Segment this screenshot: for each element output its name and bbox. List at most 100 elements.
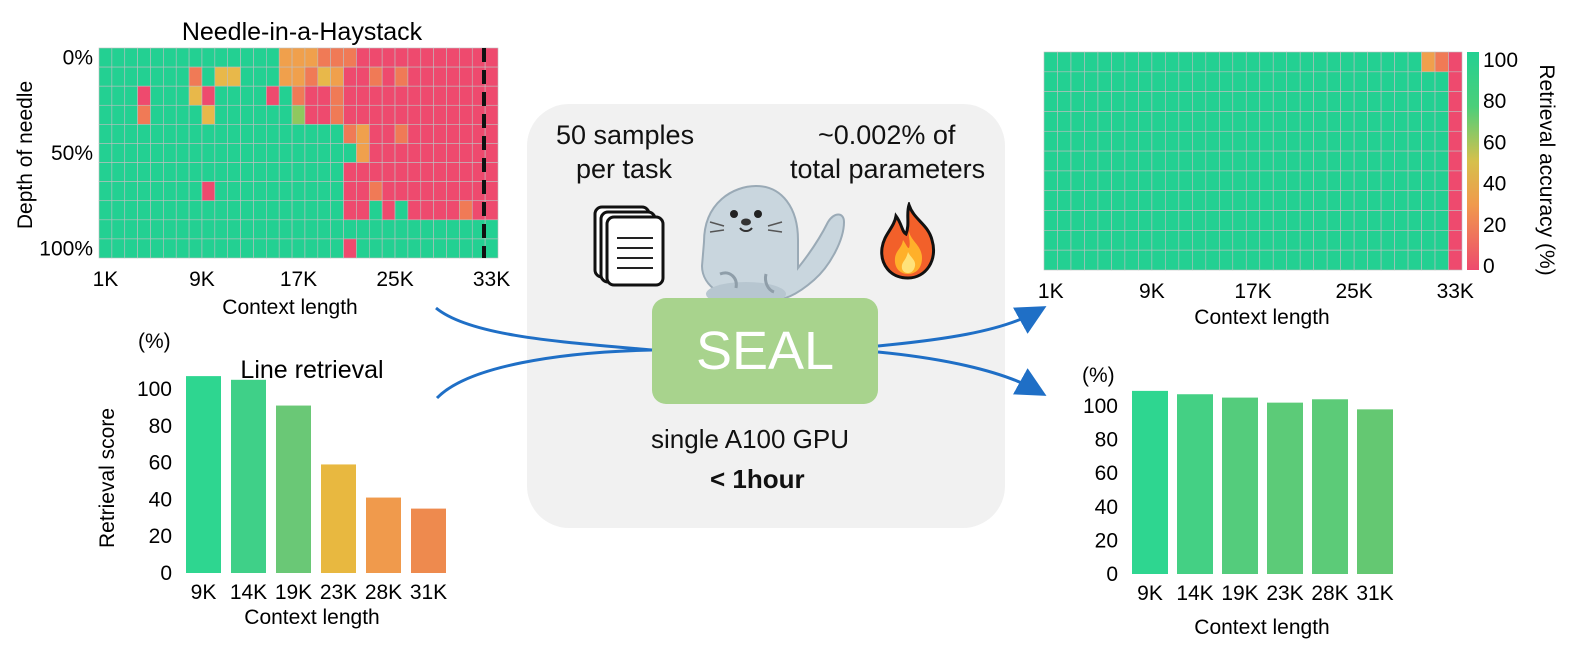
heatmap-cell bbox=[266, 47, 280, 68]
heatmap-cell bbox=[1245, 51, 1261, 73]
y-tick-label: 40 bbox=[149, 488, 172, 511]
heatmap-cell bbox=[1057, 111, 1072, 132]
heatmap-cell bbox=[111, 143, 126, 163]
heatmap-cell bbox=[1448, 230, 1463, 251]
heatmap-cell bbox=[111, 181, 126, 202]
heatmap-cell bbox=[1299, 91, 1314, 112]
heatmap-cell bbox=[253, 66, 267, 87]
heatmap-cell bbox=[1084, 91, 1099, 112]
heatmap-cell bbox=[1097, 170, 1112, 192]
heatmap-cell bbox=[1434, 170, 1449, 192]
x-tick-label: 28K bbox=[1311, 582, 1348, 605]
heatmap-cell bbox=[1353, 230, 1368, 251]
arrow-out-to-top bbox=[877, 306, 1047, 348]
heatmap-title: Needle-in-a-Haystack bbox=[182, 18, 423, 46]
heatmap-cell bbox=[253, 238, 267, 259]
heatmap-cell bbox=[356, 85, 370, 106]
heatmap-cell bbox=[1218, 150, 1234, 172]
heatmap-cell bbox=[1124, 91, 1139, 112]
heatmap-cell bbox=[1111, 230, 1126, 251]
heatmap-cell bbox=[446, 143, 460, 163]
heatmap-cell bbox=[278, 219, 293, 240]
heatmap-cell bbox=[150, 143, 164, 163]
heatmap-cell bbox=[407, 200, 422, 221]
heatmap-cell bbox=[1232, 230, 1247, 251]
heatmap-cell bbox=[1245, 130, 1261, 152]
heatmap-cell bbox=[291, 85, 306, 106]
heatmap-cell bbox=[291, 47, 306, 68]
heatmap-cell bbox=[188, 104, 203, 125]
heatmap-cell bbox=[253, 200, 267, 221]
heatmap-cell bbox=[1380, 190, 1395, 211]
heatmap-cell bbox=[1448, 111, 1463, 132]
heatmap-cell bbox=[124, 85, 138, 106]
heatmap-cell bbox=[1097, 190, 1112, 211]
heatmap-cell bbox=[201, 181, 216, 202]
heatmap-cell bbox=[1394, 51, 1409, 73]
heatmap-cell bbox=[459, 219, 473, 240]
heatmap-cell bbox=[1205, 91, 1220, 112]
heatmap-cell bbox=[201, 238, 216, 259]
heatmap-cell bbox=[175, 124, 190, 144]
y-tick-label: 20 bbox=[149, 525, 172, 548]
heatmap-cell bbox=[240, 162, 254, 182]
heatmap-cell bbox=[433, 162, 447, 182]
heatmap-cell bbox=[433, 124, 447, 144]
heatmap-cell bbox=[98, 124, 113, 144]
heatmap-cell bbox=[343, 238, 357, 259]
heatmap-cell bbox=[1111, 150, 1126, 172]
heatmap-cell bbox=[1340, 230, 1355, 251]
heatmap-cell bbox=[459, 200, 473, 221]
bar bbox=[1312, 399, 1348, 574]
heatmap-cell bbox=[1192, 150, 1207, 172]
heatmap-cell bbox=[188, 85, 203, 106]
documents-icon bbox=[593, 205, 665, 287]
heatmap-cell bbox=[1178, 170, 1193, 192]
heatmap-cell bbox=[1138, 51, 1153, 73]
heatmap-cell bbox=[1448, 249, 1463, 271]
heatmap-cell bbox=[175, 200, 190, 221]
heatmap-cell bbox=[1326, 150, 1341, 172]
heatmap-cell bbox=[201, 143, 216, 163]
heatmap-cell bbox=[368, 162, 383, 182]
heatmap-cell bbox=[1407, 170, 1422, 192]
heatmap-cell bbox=[137, 124, 151, 144]
heatmap-cell bbox=[227, 181, 241, 202]
heatmap-cell bbox=[240, 47, 254, 68]
heatmap-cell bbox=[1057, 230, 1072, 251]
colorbar-tick-label: 20 bbox=[1483, 214, 1506, 237]
heatmap-cell bbox=[1299, 170, 1314, 192]
x-tick-label: 33K bbox=[1437, 280, 1474, 303]
heatmap-cell bbox=[1111, 130, 1126, 152]
y-tick-label: 100 bbox=[137, 378, 172, 401]
heatmap-cell bbox=[1043, 170, 1058, 192]
heatmap-cell bbox=[394, 66, 409, 87]
heatmap-cell bbox=[1151, 249, 1166, 271]
heatmap-cell bbox=[266, 124, 280, 144]
heatmap-cell bbox=[1313, 249, 1328, 271]
heatmap-cell bbox=[1097, 210, 1112, 231]
heatmap-cell bbox=[1313, 150, 1328, 172]
heatmap-cell bbox=[1151, 190, 1166, 211]
heatmap-cell bbox=[1138, 249, 1153, 271]
heatmap-cell bbox=[459, 104, 473, 125]
heatmap-cell bbox=[304, 181, 319, 202]
heatmap-cell bbox=[356, 181, 370, 202]
heatmap-cell bbox=[137, 66, 151, 87]
heatmap-cell bbox=[278, 181, 293, 202]
heatmap-cell bbox=[1380, 130, 1395, 152]
heatmap-cell bbox=[111, 124, 126, 144]
heatmap-cell bbox=[330, 200, 344, 221]
heatmap-cell bbox=[1259, 170, 1274, 192]
heatmap-cell bbox=[214, 66, 229, 87]
heatmap-cell bbox=[1070, 51, 1085, 73]
heatmap-cell bbox=[356, 47, 370, 68]
heatmap-cell bbox=[266, 181, 280, 202]
heatmap-cell bbox=[304, 200, 319, 221]
heatmap-cell bbox=[1340, 51, 1355, 73]
heatmap-cell bbox=[1259, 230, 1274, 251]
fire-icon bbox=[880, 202, 935, 280]
heatmap-cell bbox=[1151, 130, 1166, 152]
heatmap-cell bbox=[1192, 210, 1207, 231]
